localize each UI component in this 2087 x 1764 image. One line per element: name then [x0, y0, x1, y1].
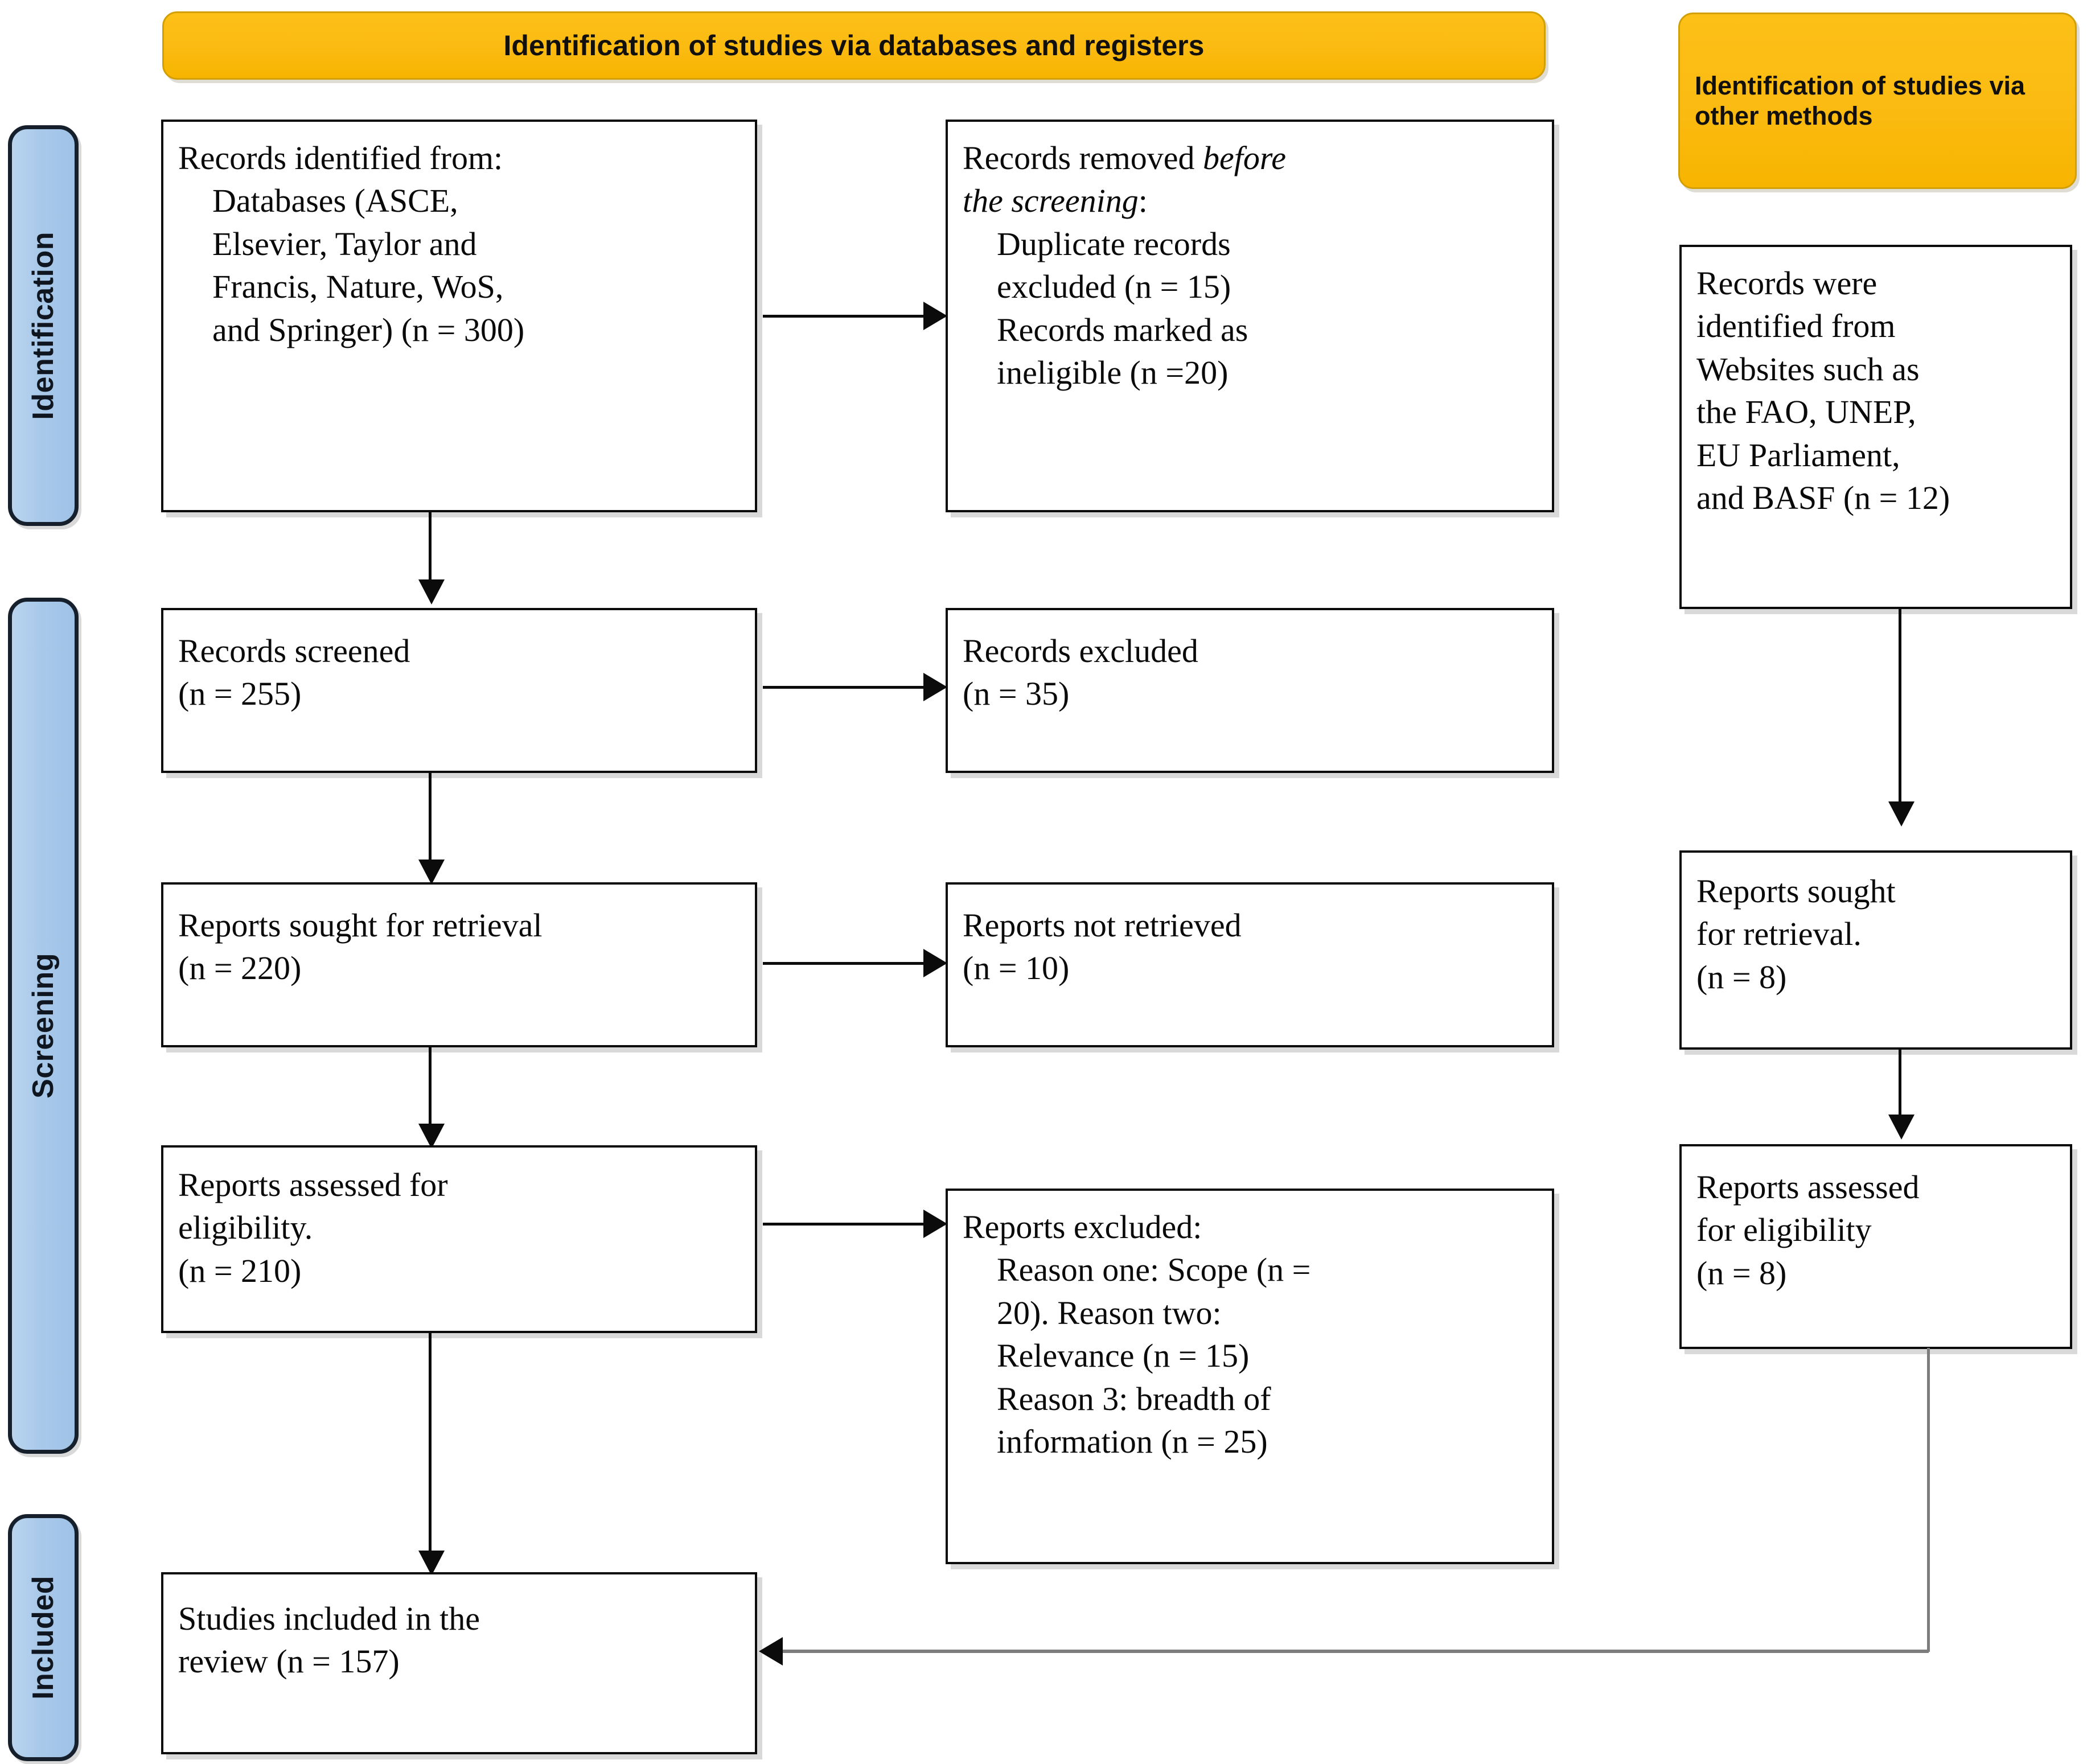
records-removed-tail: : — [1138, 182, 1148, 220]
stage-label-included: Included — [27, 1576, 60, 1700]
box-records-excluded: Records excluded (n = 35) — [946, 608, 1554, 773]
box-records-identified-line-2: Elsevier, Taylor and — [212, 225, 477, 262]
box-reports-assessed-line-0: Reports assessed for — [178, 1166, 448, 1203]
arrowhead-other-identified-to-sought — [1888, 801, 1915, 827]
records-removed-head: Records removed — [963, 139, 1203, 176]
banner-other-methods-label: Identification of studies via other meth… — [1695, 71, 2026, 130]
arrowhead-identified-to-removed — [923, 302, 947, 330]
box-reports-assessed-other-line-1: for eligibility — [1696, 1211, 1872, 1249]
connector-other-sought-to-assessed — [1899, 1050, 1901, 1118]
box-studies-included-line-0: Studies included in the — [178, 1600, 480, 1637]
box-records-identified-line-3: Francis, Nature, WoS, — [212, 268, 504, 306]
box-reports-assessed-other: Reports assessed for eligibility (n = 8) — [1679, 1144, 2072, 1349]
box-records-screened-line-0: Records screened — [178, 632, 410, 669]
box-reports-sought-other-line-1: for retrieval. — [1696, 915, 1862, 953]
box-reports-excluded-line-4: Reason 3: breadth of — [997, 1380, 1271, 1417]
connector-assessed-to-excluded — [763, 1223, 945, 1226]
box-records-identified-line-4: and Springer) (n = 300) — [212, 311, 525, 348]
box-reports-excluded-line-5: information (n = 25) — [997, 1422, 1268, 1460]
box-records-identified-other-line-2: Websites such as — [1696, 350, 1920, 388]
box-reports-not-retrieved-line-1: (n = 10) — [963, 949, 1070, 987]
box-reports-sought-line-1: (n = 220) — [178, 949, 302, 987]
box-records-removed-line-2: Duplicate records — [997, 225, 1231, 262]
box-records-removed: Records removed before the screening: Du… — [946, 120, 1554, 512]
box-reports-excluded-line-1: Reason one: Scope (n = — [997, 1251, 1311, 1289]
arrowhead-sought-to-not-retrieved — [923, 949, 947, 977]
box-reports-assessed-other-line-0: Reports assessed — [1696, 1169, 1920, 1206]
box-records-excluded-line-1: (n = 35) — [963, 675, 1070, 713]
box-records-identified-line-0: Records identified from: — [178, 139, 503, 176]
stage-label-identification: Identification — [27, 231, 60, 420]
box-reports-sought-other: Reports sought for retrieval. (n = 8) — [1679, 850, 2072, 1050]
box-records-removed-line-3: excluded (n = 15) — [997, 268, 1231, 306]
box-reports-excluded-line-0: Reports excluded: — [963, 1208, 1202, 1245]
box-records-excluded-line-0: Records excluded — [963, 632, 1198, 669]
box-reports-assessed-line-1: eligibility. — [178, 1209, 313, 1247]
box-reports-excluded-line-2: 20). Reason two: — [997, 1294, 1222, 1331]
box-records-identified-other-line-3: the FAO, UNEP, — [1696, 393, 1916, 431]
arrowhead-screened-to-excluded — [923, 673, 947, 701]
connector-assessed-to-included — [429, 1333, 432, 1555]
stage-bar-identification: Identification — [8, 125, 79, 526]
arrowhead-other-assessed-to-included — [759, 1637, 783, 1666]
stage-bar-screening: Screening — [8, 598, 79, 1454]
connector-screened-to-sought — [429, 773, 432, 864]
box-studies-included: Studies included in the review (n = 157) — [161, 1572, 757, 1754]
box-records-identified-line-1: Databases (ASCE, — [212, 182, 458, 220]
box-reports-assessed-other-line-2: (n = 8) — [1696, 1254, 1787, 1292]
connector-other-assessed-to-included-horizontal — [780, 1650, 1929, 1653]
arrowhead-identified-to-screened — [418, 579, 445, 605]
stage-label-screening: Screening — [27, 953, 60, 1099]
box-records-identified-other-line-1: identified from — [1696, 307, 1896, 345]
box-records-identified-other: Records were identified from Websites su… — [1679, 245, 2072, 609]
box-reports-excluded: Reports excluded: Reason one: Scope (n =… — [946, 1189, 1554, 1564]
records-removed-italic-2: the screening — [963, 182, 1139, 220]
connector-identified-to-removed — [763, 315, 945, 318]
box-reports-excluded-line-3: Relevance (n = 15) — [997, 1337, 1250, 1375]
connector-screened-to-excluded — [763, 686, 945, 689]
arrowhead-sought-to-assessed — [418, 1124, 445, 1149]
arrowhead-screened-to-sought — [418, 860, 445, 885]
box-reports-assessed: Reports assessed for eligibility. (n = 2… — [161, 1145, 757, 1333]
box-records-screened: Records screened (n = 255) — [161, 608, 757, 773]
arrowhead-assessed-to-excluded — [923, 1210, 947, 1238]
connector-sought-to-assessed — [429, 1047, 432, 1128]
box-reports-sought-other-line-0: Reports sought — [1696, 873, 1896, 910]
box-reports-assessed-line-2: (n = 210) — [178, 1252, 302, 1289]
arrowhead-other-sought-to-assessed — [1888, 1115, 1915, 1140]
stage-bar-included: Included — [8, 1514, 79, 1761]
box-records-removed-line-5: ineligible (n =20) — [997, 353, 1229, 391]
records-removed-italic-1: before — [1202, 139, 1287, 176]
connector-other-assessed-to-included-vertical — [1927, 1348, 1930, 1652]
box-records-screened-line-1: (n = 255) — [178, 675, 302, 713]
connector-sought-to-not-retrieved — [763, 962, 945, 965]
box-records-removed-line-1: the screening: — [963, 179, 1542, 222]
box-records-removed-line-0: Records removed before — [963, 137, 1542, 179]
connector-other-identified-to-sought — [1899, 609, 1901, 805]
box-records-identified: Records identified from: Databases (ASCE… — [161, 120, 757, 512]
box-reports-not-retrieved-line-0: Reports not retrieved — [963, 907, 1242, 944]
box-records-identified-other-line-4: EU Parliament, — [1696, 436, 1900, 474]
box-reports-not-retrieved: Reports not retrieved (n = 10) — [946, 882, 1554, 1047]
box-studies-included-line-1: review (n = 157) — [178, 1643, 400, 1680]
box-reports-sought-other-line-2: (n = 8) — [1696, 958, 1787, 996]
banner-other-methods: Identification of studies via other meth… — [1678, 13, 2077, 189]
connector-identified-to-screened — [429, 512, 432, 583]
banner-databases-registers-label: Identification of studies via databases … — [503, 30, 1205, 61]
box-reports-sought-line-0: Reports sought for retrieval — [178, 907, 543, 944]
banner-databases-registers: Identification of studies via databases … — [162, 11, 1546, 80]
box-records-identified-other-line-5: and BASF (n = 12) — [1696, 479, 1950, 516]
box-records-removed-line-4: Records marked as — [997, 311, 1248, 348]
box-records-identified-other-line-0: Records were — [1696, 265, 1878, 302]
arrowhead-assessed-to-included — [418, 1551, 445, 1576]
box-reports-sought: Reports sought for retrieval (n = 220) — [161, 882, 757, 1047]
